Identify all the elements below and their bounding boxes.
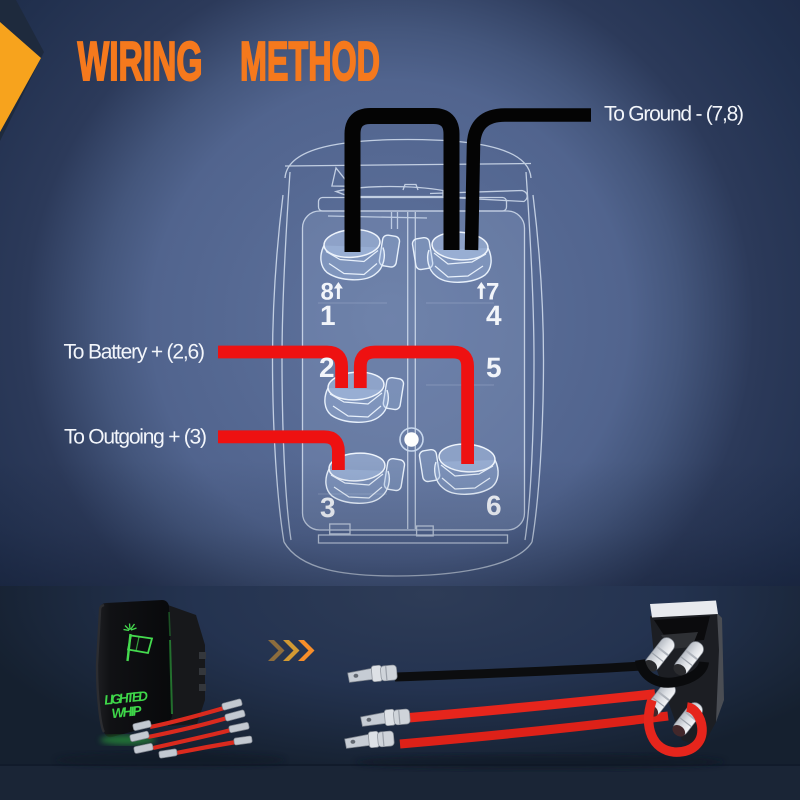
svg-text:LIGHTED: LIGHTED bbox=[103, 688, 149, 708]
svg-text:5: 5 bbox=[486, 352, 502, 383]
svg-text:METHOD: METHOD bbox=[240, 30, 380, 92]
svg-text:To Battery + (2,6): To Battery + (2,6) bbox=[64, 341, 206, 364]
svg-text:WIRING: WIRING bbox=[78, 30, 203, 92]
svg-text:1: 1 bbox=[320, 300, 336, 331]
svg-text:8: 8 bbox=[321, 279, 334, 306]
svg-text:To Outgoing + (3): To Outgoing + (3) bbox=[64, 426, 207, 449]
svg-text:2: 2 bbox=[319, 352, 335, 383]
svg-text:7: 7 bbox=[486, 279, 499, 306]
svg-text:To Ground - (7,8): To Ground - (7,8) bbox=[604, 103, 744, 126]
svg-text:4: 4 bbox=[486, 300, 502, 331]
svg-text:WHIP: WHIP bbox=[111, 703, 143, 721]
